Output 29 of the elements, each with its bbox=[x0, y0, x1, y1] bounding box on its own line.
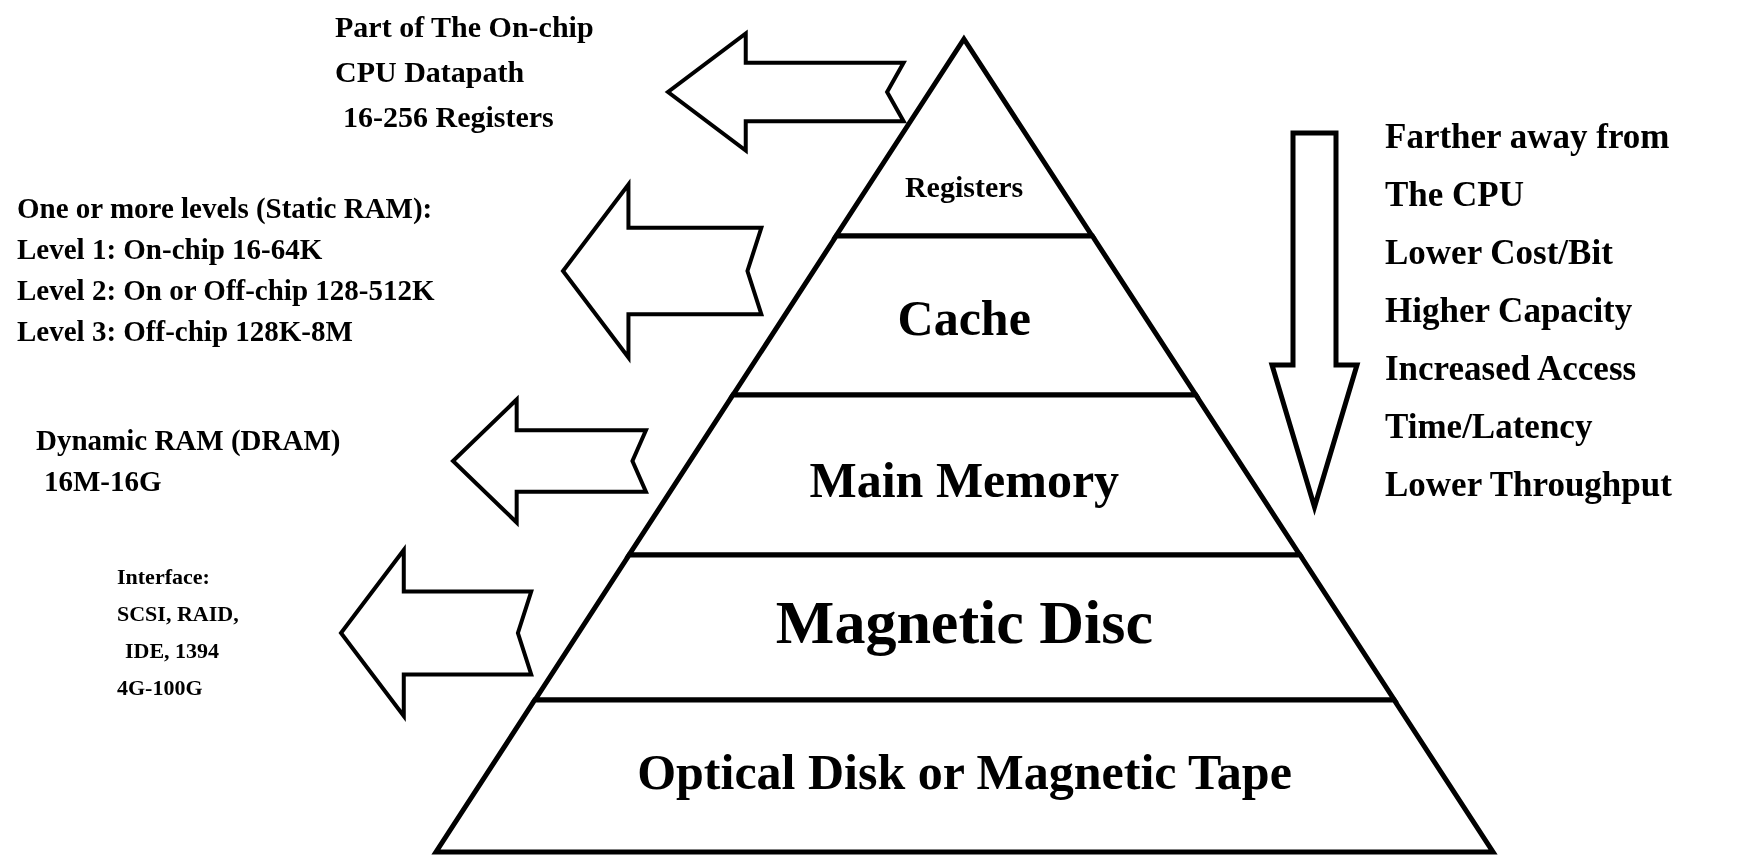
annotation-text: Dynamic RAM (DRAM) bbox=[36, 423, 341, 458]
annotation-text: 4G-100G bbox=[117, 674, 204, 702]
layer-label: Cache bbox=[897, 288, 1031, 348]
annotation-text: SCSI, RAID, bbox=[117, 600, 239, 628]
layer-label: Optical Disk or Magnetic Tape bbox=[637, 742, 1292, 802]
annotation-text: IDE, 1394 bbox=[125, 637, 221, 665]
annotation-text: Interface: bbox=[117, 563, 211, 591]
annotation-text: Level 1: On-chip 16-64K bbox=[17, 232, 324, 267]
property-text: Higher Capacity bbox=[1385, 290, 1634, 332]
annotation-text: Level 3: Off-chip 128K-8M bbox=[17, 314, 354, 349]
layer-label: Magnetic Disc bbox=[775, 586, 1153, 658]
property-text: Increased Access bbox=[1385, 348, 1638, 390]
property-text: Time/Latency bbox=[1385, 406, 1594, 448]
layer-label: Registers bbox=[904, 168, 1024, 205]
annotation-text: Level 2: On or Off-chip 128-512K bbox=[17, 273, 435, 308]
annotation-text: Part of The On-chip bbox=[335, 9, 594, 45]
block-arrow bbox=[450, 394, 649, 528]
property-text: Lower Throughput bbox=[1385, 464, 1672, 506]
layer-label: Main Memory bbox=[809, 450, 1120, 510]
property-text: Lower Cost/Bit bbox=[1385, 232, 1614, 274]
block-arrow bbox=[338, 544, 534, 722]
annotation-text: CPU Datapath bbox=[335, 54, 526, 90]
block-arrow bbox=[560, 178, 765, 364]
block-arrow bbox=[664, 29, 907, 155]
property-text: The CPU bbox=[1385, 174, 1526, 216]
annotation-text: 16-256 Registers bbox=[343, 99, 555, 135]
annotation-text: 16M-16G bbox=[44, 464, 163, 499]
property-text: Farther away from bbox=[1385, 116, 1671, 158]
annotation-text: One or more levels (Static RAM): bbox=[17, 191, 434, 226]
